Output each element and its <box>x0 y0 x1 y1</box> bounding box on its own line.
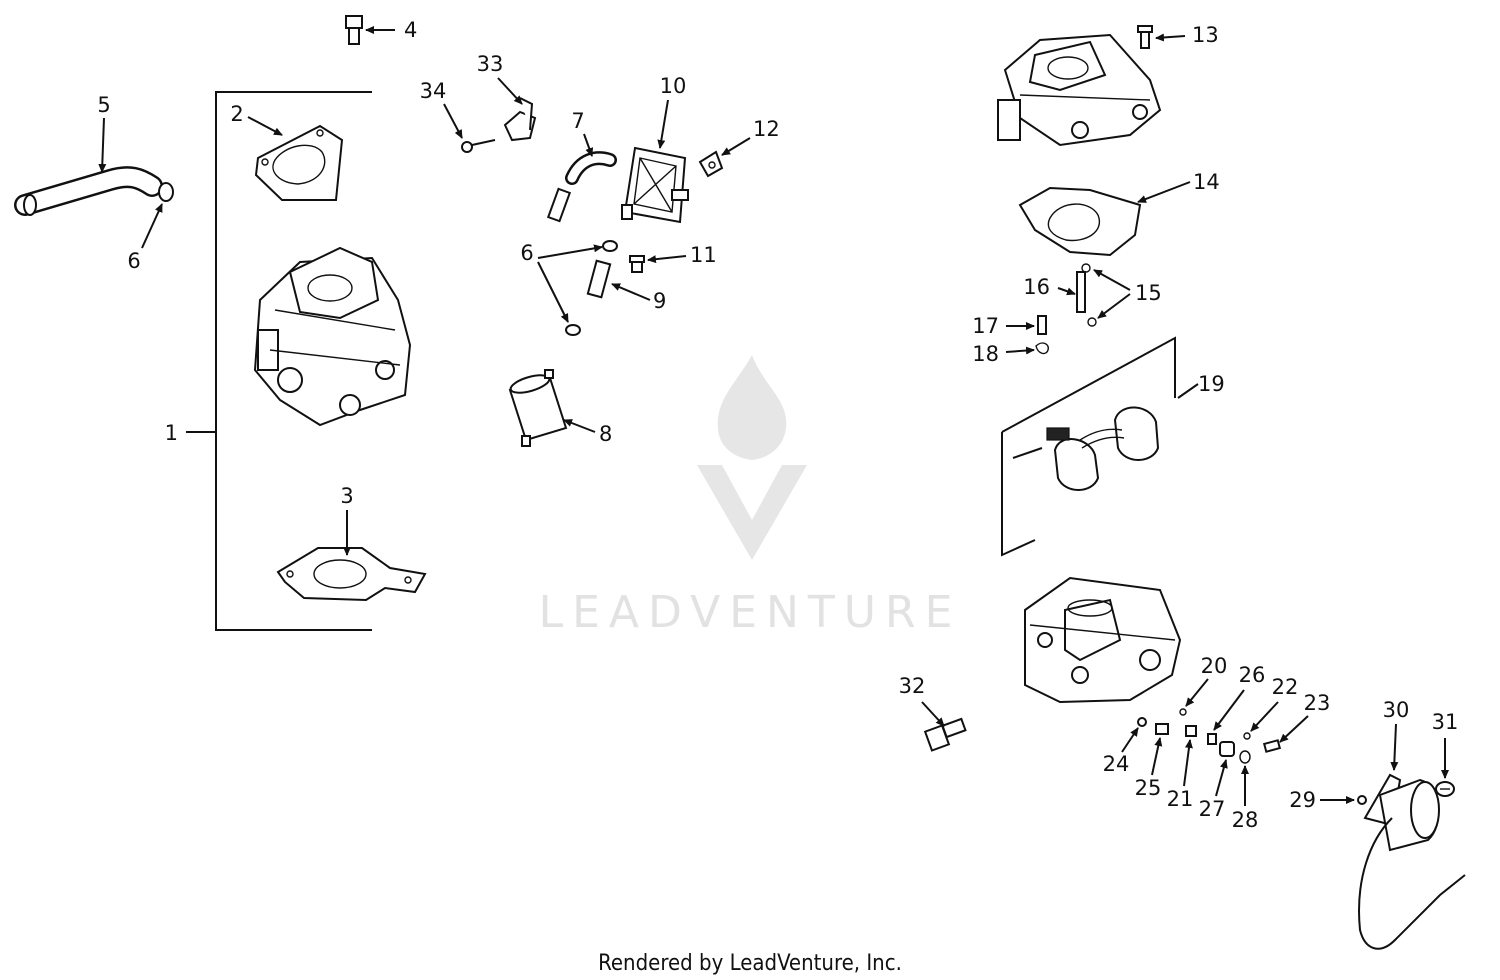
hose-clamp-part-6: 6 <box>127 182 174 273</box>
screw-part-32: 32 <box>899 674 967 752</box>
float-pin-part-16: 16 <box>1023 271 1086 313</box>
callout-22: 22 <box>1272 675 1299 699</box>
bowl-gasket-part-14: 14 <box>1018 170 1220 257</box>
callout-6-left: 6 <box>127 249 140 273</box>
callout-1: 1 <box>165 421 178 445</box>
footer-credit: Rendered by LeadVenture, Inc. <box>598 951 902 976</box>
carburetor-assembly-left <box>253 246 412 427</box>
screw-part-34: 34 <box>420 79 496 153</box>
clamp-bracket-part-33: 33 <box>477 52 537 142</box>
short-hose-part-9: 9 <box>586 259 666 313</box>
callout-26: 26 <box>1239 663 1266 687</box>
callout-7: 7 <box>571 109 584 133</box>
clip-part-18: 18 <box>972 342 1049 366</box>
callout-23: 23 <box>1304 691 1331 715</box>
callout-19: 19 <box>1198 372 1225 396</box>
callout-11: 11 <box>690 243 717 267</box>
screw-part-11: 11 <box>629 243 717 273</box>
callout-31: 31 <box>1432 710 1459 734</box>
callout-30: 30 <box>1383 698 1410 722</box>
small-hose-part-7: 7 <box>546 109 617 223</box>
gasket-part-2: 2 <box>230 102 344 201</box>
callout-8: 8 <box>599 422 612 446</box>
hose-clamps-part-6: 6 <box>520 240 618 336</box>
watermark: LEADVENTURE <box>539 355 962 638</box>
callout-17: 17 <box>972 314 999 338</box>
fuel-filter-part-8: 8 <box>508 369 612 447</box>
callout-18: 18 <box>972 342 999 366</box>
callout-2: 2 <box>230 102 243 126</box>
watermark-logo-icon <box>697 355 807 560</box>
screw-part-31: 31 <box>1432 710 1459 797</box>
callout-14: 14 <box>1193 170 1220 194</box>
small-parts-20-28: 20 24 25 21 26 22 23 27 28 <box>1103 654 1331 832</box>
float-kit-part-19: 19 <box>1001 336 1225 557</box>
callout-24: 24 <box>1103 752 1130 776</box>
callout-9: 9 <box>653 289 666 313</box>
screw-part-13: 13 <box>1137 23 1219 49</box>
fuel-pump-part-10: 10 <box>621 74 689 224</box>
callout-16: 16 <box>1023 275 1050 299</box>
bolt-part-4: 4 <box>345 15 417 45</box>
callout-3: 3 <box>340 484 353 508</box>
callout-27: 27 <box>1199 797 1226 821</box>
carburetor-top-assembly <box>997 33 1162 147</box>
callout-33: 33 <box>477 52 504 76</box>
needle-part-17: 17 <box>972 314 1047 338</box>
callout-29: 29 <box>1289 788 1316 812</box>
callout-34: 34 <box>420 79 447 103</box>
o-ring-part-29: 29 <box>1289 788 1367 812</box>
callout-32: 32 <box>899 674 926 698</box>
callout-12: 12 <box>753 117 780 141</box>
fuel-hose-part-5: 5 <box>14 93 163 216</box>
clips-part-15: 15 <box>1081 263 1162 327</box>
callout-6-right: 6 <box>520 241 533 265</box>
callout-25: 25 <box>1135 776 1162 800</box>
callout-15: 15 <box>1135 281 1162 305</box>
clip-part-12: 12 <box>698 117 780 178</box>
callout-4: 4 <box>404 18 417 42</box>
callout-13: 13 <box>1192 23 1219 47</box>
gasket-part-3: 3 <box>276 484 427 602</box>
watermark-text: LEADVENTURE <box>539 587 962 638</box>
carburetor-bowl-assembly <box>1024 576 1182 704</box>
solenoid-part-30: 30 <box>1358 698 1466 950</box>
callout-20: 20 <box>1201 654 1228 678</box>
callout-5: 5 <box>97 93 110 117</box>
callout-28: 28 <box>1232 808 1259 832</box>
callout-21: 21 <box>1167 787 1194 811</box>
callout-10: 10 <box>660 74 687 98</box>
assembly-bracket-1: 1 <box>165 91 372 631</box>
